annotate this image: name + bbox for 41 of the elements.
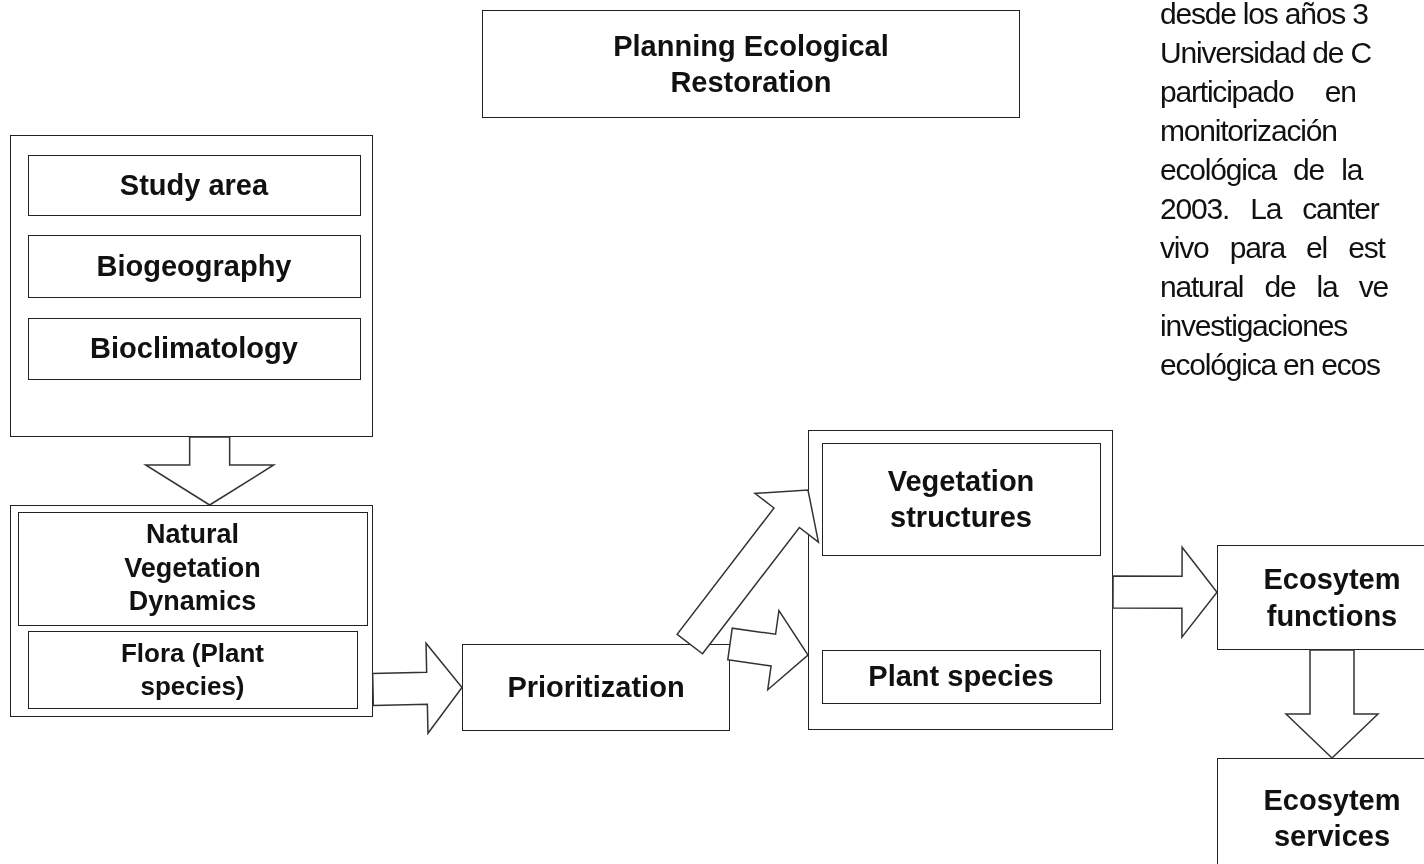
box-label: Planning Ecological Restoration — [612, 28, 890, 100]
box-label: Flora (Plant species) — [120, 637, 265, 702]
block-arrow — [371, 641, 463, 736]
paragraph-line: 2003. La canter — [1160, 191, 1379, 227]
paragraph-line: vivo para el est — [1160, 230, 1385, 266]
block-arrow — [1284, 649, 1380, 760]
paragraph-line: ecológica en ecos — [1160, 347, 1380, 383]
box-label: Bioclimatology — [90, 331, 298, 367]
paragraph-line: monitorización — [1160, 113, 1337, 149]
process-box — [462, 644, 730, 731]
process-box — [821, 649, 1101, 704]
paragraph-line: participado en — [1160, 74, 1356, 110]
paragraph-line: desde los años 3 — [1160, 0, 1368, 32]
paragraph-line: investigaciones — [1160, 308, 1348, 344]
block-arrow — [726, 608, 809, 692]
box-label: Study area — [119, 167, 269, 203]
process-box — [27, 154, 361, 216]
process-box — [821, 442, 1101, 556]
box-label: Natural Vegetation Dynamics — [123, 517, 262, 619]
block-arrow — [1112, 545, 1218, 640]
process-box — [27, 234, 361, 298]
paragraph-line: natural de la ve — [1160, 269, 1388, 305]
process-box — [1217, 758, 1424, 864]
process-box — [17, 511, 368, 626]
group-box — [10, 135, 373, 437]
box-label: Biogeography — [96, 248, 292, 284]
process-box — [1217, 545, 1424, 650]
box-label: Plant species — [868, 659, 1054, 695]
block-arrow — [676, 489, 820, 655]
process-box — [27, 630, 358, 709]
box-label: Ecosytem services — [1262, 782, 1402, 854]
process-box — [482, 10, 1020, 118]
group-box — [808, 430, 1113, 730]
box-label: Prioritization — [507, 670, 685, 706]
box-label: Ecosytem functions — [1262, 562, 1402, 634]
paragraph-line: ecológica de la — [1160, 152, 1363, 188]
box-label: Vegetation structures — [886, 463, 1036, 535]
process-box — [27, 317, 361, 380]
block-arrow — [143, 436, 277, 506]
paragraph-line: Universidad de C — [1160, 35, 1371, 71]
group-box — [10, 505, 373, 717]
